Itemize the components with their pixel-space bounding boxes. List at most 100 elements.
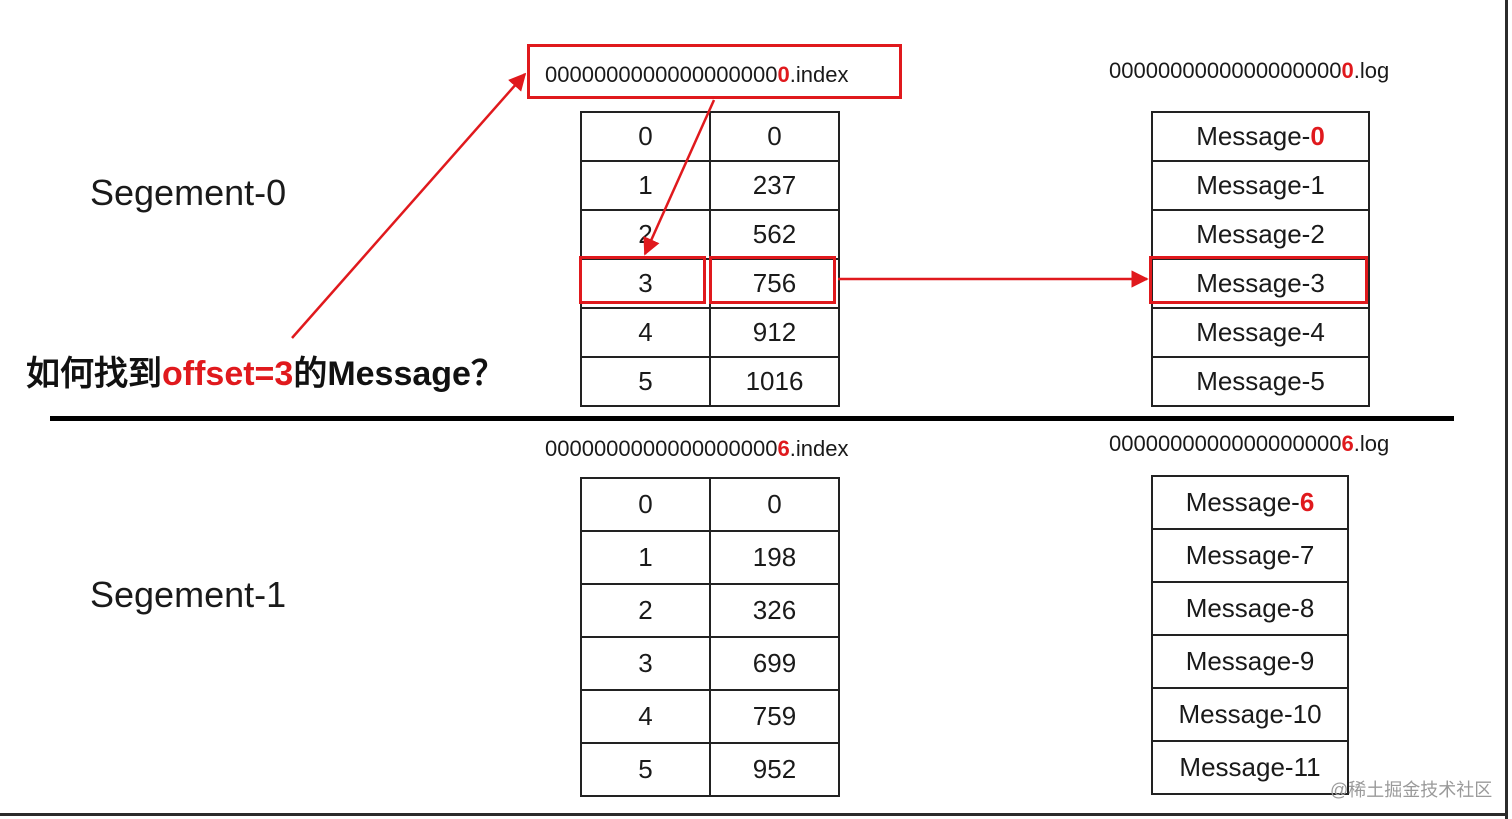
log-file-1-digit: 6 — [1341, 431, 1354, 456]
index-position-cell: 759 — [709, 689, 840, 744]
message-number: 9 — [1299, 646, 1315, 676]
message-number: 1 — [1310, 170, 1325, 200]
index-file-0-suffix: .index — [789, 62, 849, 87]
index-file-0-highlight-box — [527, 44, 902, 99]
message-prefix: Message- — [1178, 699, 1293, 729]
message-cell: Message-7 — [1151, 528, 1349, 583]
question-text: 如何找到offset=3的Message？ — [26, 346, 505, 395]
message-prefix: Message- — [1196, 219, 1311, 249]
message-number: 6 — [1299, 487, 1315, 517]
watermark: @稀土掘金技术社区 — [1330, 780, 1493, 800]
question-part3: 的Message？ — [293, 355, 505, 393]
index-position-cell: 237 — [709, 160, 840, 211]
message-prefix: Message- — [1196, 268, 1311, 298]
index-file-1-prefix: 0000000000000000000 — [545, 436, 778, 461]
index-to-offset-arrow — [643, 99, 716, 256]
index-offset-cell: 4 — [580, 307, 711, 358]
log-row: Message-4 — [1151, 307, 1370, 358]
message-number: 3 — [1310, 268, 1325, 298]
index-offset-cell: 5 — [580, 742, 711, 797]
message-cell: Message-11 — [1151, 740, 1349, 795]
index-offset-cell: 2 — [580, 583, 711, 638]
message-cell: Message-1 — [1151, 160, 1370, 211]
log-row: Message-3 — [1151, 258, 1370, 309]
message-cell: Message-0 — [1151, 111, 1370, 162]
index-position-cell: 912 — [709, 307, 840, 358]
segment-divider — [50, 416, 1454, 421]
question-part1: 如何找到 — [26, 355, 162, 393]
message-prefix: Message- — [1196, 317, 1311, 347]
log-row: Message-10 — [1151, 687, 1349, 742]
message-prefix: Message- — [1179, 752, 1294, 782]
segment-1-label: Segement-1 — [90, 574, 287, 615]
log-row: Message-0 — [1151, 111, 1370, 162]
index-file-1-suffix: .index — [789, 436, 849, 461]
message-number: 4 — [1310, 317, 1325, 347]
message-cell: Message-4 — [1151, 307, 1370, 358]
index-position-cell: 198 — [709, 530, 840, 585]
message-prefix: Message- — [1185, 593, 1300, 623]
index-position-cell: 0 — [709, 111, 840, 162]
index-file-1-digit: 6 — [777, 436, 790, 461]
message-number: 8 — [1299, 593, 1315, 623]
frame-bottom-border — [0, 813, 1508, 816]
frame-right-border — [1505, 0, 1508, 819]
index-offset-cell: 2 — [580, 209, 711, 260]
log-file-0-name: 00000000000000000000.log — [1109, 58, 1389, 84]
message-cell: Message-8 — [1151, 581, 1349, 636]
index-file-0-prefix: 0000000000000000000 — [545, 62, 778, 87]
message-number: 5 — [1310, 366, 1325, 396]
log-row: Message-7 — [1151, 528, 1349, 583]
log-row: Message-5 — [1151, 356, 1370, 407]
message-number: 2 — [1310, 219, 1325, 249]
index-offset-cell: 1 — [580, 160, 711, 211]
index-position-cell: 0 — [709, 477, 840, 532]
index-position-cell: 699 — [709, 636, 840, 691]
log-file-1-suffix: .log — [1353, 431, 1390, 456]
log-row: Message-1 — [1151, 160, 1370, 211]
log-row: Message-9 — [1151, 634, 1349, 689]
index-position-cell: 562 — [709, 209, 840, 260]
message-prefix: Message- — [1196, 366, 1311, 396]
question-offset: offset=3 — [162, 355, 294, 393]
message-prefix: Message- — [1185, 487, 1300, 517]
message-prefix: Message- — [1185, 646, 1300, 676]
log-file-0-digit: 0 — [1341, 58, 1354, 83]
index-file-1-name: 00000000000000000006.index — [545, 436, 848, 462]
message-prefix: Message- — [1196, 170, 1311, 200]
message-cell: Message-5 — [1151, 356, 1370, 407]
message-cell: Message-3 — [1151, 258, 1370, 309]
log-row: Message-6 — [1151, 475, 1349, 530]
index-position-cell: 1016 — [709, 356, 840, 407]
message-cell: Message-9 — [1151, 634, 1349, 689]
index-offset-cell: 3 — [580, 636, 711, 691]
index-offset-cell: 5 — [580, 356, 711, 407]
segment-0-label: Segement-0 — [90, 172, 287, 213]
message-number: 7 — [1299, 540, 1315, 570]
message-prefix: Message- — [1196, 121, 1311, 151]
log-file-1-name: 00000000000000000006.log — [1109, 431, 1389, 457]
index-position-cell: 952 — [709, 742, 840, 797]
message-number: 0 — [1310, 121, 1325, 151]
index-position-cell: 756 — [709, 258, 840, 309]
index-offset-cell: 0 — [580, 477, 711, 532]
log-file-0-suffix: .log — [1353, 58, 1390, 83]
log-row: Message-2 — [1151, 209, 1370, 260]
message-cell: Message-10 — [1151, 687, 1349, 742]
log-file-1-prefix: 0000000000000000000 — [1109, 431, 1342, 456]
message-cell: Message-6 — [1151, 475, 1349, 530]
